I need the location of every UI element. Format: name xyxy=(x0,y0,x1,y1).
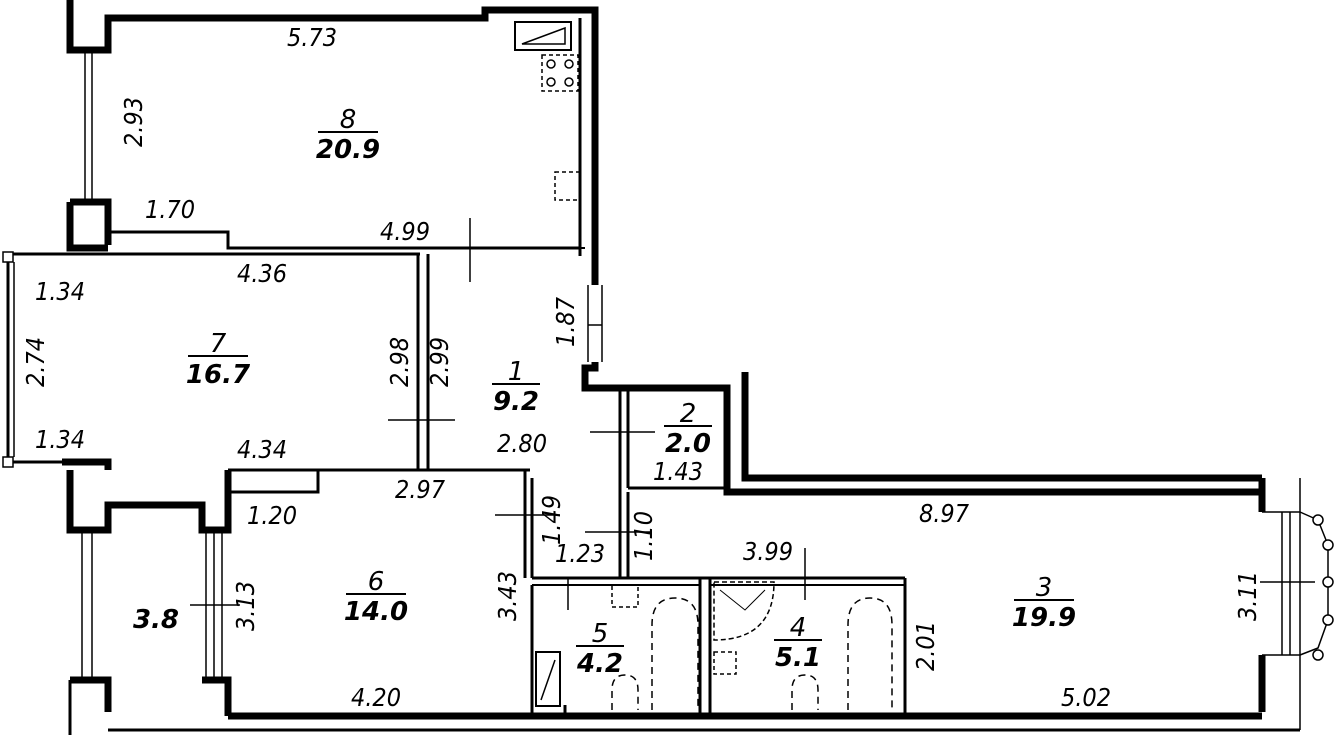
room-5-area: 4.2 xyxy=(576,649,623,679)
dim-room7-top: 4.36 xyxy=(237,259,287,288)
room-4-label: 4 5.1 xyxy=(774,613,822,673)
room-1-area: 9.2 xyxy=(493,387,539,417)
dim-room7-bay-bottom: 1.34 xyxy=(35,425,85,454)
room-8-label: 8 20.9 xyxy=(316,105,380,165)
room-3-label: 3 19.9 xyxy=(1012,573,1076,633)
dim-corridor-left: 1.49 xyxy=(537,495,566,545)
room-2-number: 2 xyxy=(680,399,697,429)
room-1-number: 1 xyxy=(508,357,525,387)
dim-room7-bottom: 4.34 xyxy=(237,435,287,464)
room-6-number: 6 xyxy=(368,567,385,597)
room-7-label: 7 16.7 xyxy=(186,329,251,390)
kitchen-sink-icon xyxy=(514,21,572,51)
dim-bath4-right: 2.01 xyxy=(911,621,940,671)
dim-room7-right: 2.98 xyxy=(385,337,414,387)
dim-kitchen-left: 2.93 xyxy=(119,97,148,147)
dim-room6-right: 3.43 xyxy=(493,571,522,621)
bathtub-icon xyxy=(651,597,699,710)
dim-kitchen-top: 5.73 xyxy=(287,23,337,52)
dim-corridor-right: 1.10 xyxy=(629,511,658,561)
dim-room6-top: 2.97 xyxy=(395,475,446,504)
dim-room7-bay-top: 1.34 xyxy=(35,277,85,306)
room-4-number: 4 xyxy=(790,613,807,643)
dim-room3-top: 8.97 xyxy=(919,499,970,528)
room-7-area: 16.7 xyxy=(186,360,251,390)
section-marks xyxy=(190,218,1315,610)
sink-icon xyxy=(611,584,639,608)
room-5-number: 5 xyxy=(592,619,609,649)
dim-room6-top-left: 1.20 xyxy=(247,501,297,530)
balcony-area: 3.8 xyxy=(133,605,179,635)
shower-icon xyxy=(713,581,775,641)
dim-closet-bottom: 1.43 xyxy=(653,457,703,486)
room-1-label: 1 9.2 xyxy=(492,357,540,417)
dim-hall-right: 1.87 xyxy=(551,296,580,347)
room-labels: 8 20.9 7 16.7 1 9.2 2 2.0 6 14.0 5 4.2 xyxy=(133,105,1076,679)
interior-walls xyxy=(228,18,907,716)
room-2-label: 2 2.0 xyxy=(664,399,712,459)
stove-icon xyxy=(541,54,579,92)
dim-room6-bottom: 4.20 xyxy=(351,683,401,712)
room-3-number: 3 xyxy=(1036,573,1053,603)
toilet-icon-2 xyxy=(791,674,819,710)
room-3-area: 19.9 xyxy=(1012,603,1076,633)
room-5-label: 5 4.2 xyxy=(576,619,624,679)
room-6-label: 6 14.0 xyxy=(344,567,408,627)
dim-bath5-top: 1.23 xyxy=(555,539,605,568)
toilet-icon xyxy=(611,674,639,710)
dim-room3-right: 3.11 xyxy=(1233,571,1262,621)
dim-room3-bottom: 5.02 xyxy=(1061,683,1111,712)
dim-hall-left: 2.99 xyxy=(425,337,454,387)
room-8-number: 8 xyxy=(340,105,357,135)
dim-kitchen-bottom-left: 1.70 xyxy=(145,195,195,224)
room-8-area: 20.9 xyxy=(316,135,380,165)
dim-hall-bottom: 2.80 xyxy=(497,429,547,458)
room-6-area: 14.0 xyxy=(344,597,408,627)
dim-bath4-top: 3.99 xyxy=(743,537,793,566)
exterior-walls xyxy=(6,0,1300,735)
bathtub-icon-2 xyxy=(847,597,893,710)
room-4-area: 5.1 xyxy=(775,643,821,673)
dim-room7-bay-height: 2.74 xyxy=(21,337,50,387)
room-2-area: 2.0 xyxy=(665,429,711,459)
boiler-icon xyxy=(535,651,561,707)
washer-icon xyxy=(554,171,581,201)
dimension-labels: 5.73 2.93 1.70 4.99 4.36 1.34 2.74 1.34 … xyxy=(21,23,1262,712)
fixtures xyxy=(514,21,893,710)
room-7-number: 7 xyxy=(210,329,227,359)
dim-kitchen-bottom: 4.99 xyxy=(380,217,430,246)
dim-balcony-width: 3.13 xyxy=(231,581,260,631)
